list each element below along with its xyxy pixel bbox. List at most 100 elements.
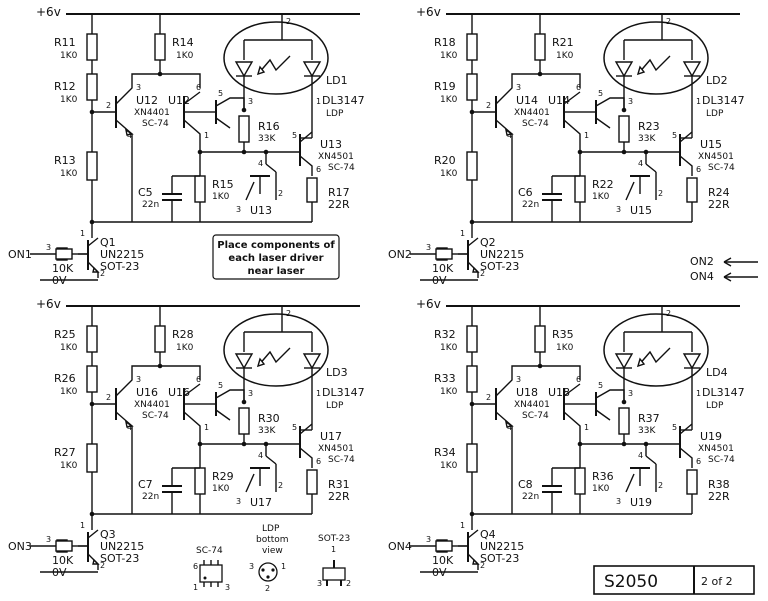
laser-module-outline bbox=[603, 313, 709, 387]
resistor-bottom bbox=[86, 443, 98, 473]
svg-text:3: 3 bbox=[616, 497, 621, 506]
label-r-collector: R35 bbox=[552, 328, 574, 341]
svg-text:3: 3 bbox=[236, 205, 241, 214]
value-cap: 22n bbox=[142, 492, 159, 502]
label-input-resistor: 10K bbox=[432, 262, 454, 275]
label-ua-b: U18 bbox=[548, 386, 570, 399]
svg-text:2: 2 bbox=[106, 393, 111, 402]
label-uc-b: U19 bbox=[630, 496, 652, 509]
part-uc: XN4501 bbox=[698, 444, 734, 454]
label-r-collector: R28 bbox=[172, 328, 194, 341]
part-q: UN2215 bbox=[480, 540, 524, 553]
svg-text:6: 6 bbox=[196, 375, 201, 384]
label-r-mid: R30 bbox=[258, 412, 280, 425]
supply-label: +6v bbox=[416, 5, 441, 19]
svg-text:4: 4 bbox=[258, 451, 263, 460]
svg-text:3: 3 bbox=[426, 243, 431, 252]
svg-text:3: 3 bbox=[628, 389, 633, 398]
label-r-top1: R18 bbox=[434, 36, 456, 49]
part-uc: XN4501 bbox=[698, 152, 734, 162]
resistor-mid bbox=[238, 407, 250, 435]
svg-text:6: 6 bbox=[193, 562, 198, 571]
svg-text:1: 1 bbox=[204, 131, 209, 140]
label-ua: U16 bbox=[136, 386, 158, 399]
svg-text:2: 2 bbox=[286, 309, 291, 318]
value-r-top2: 1K0 bbox=[440, 95, 458, 105]
pkg-q: SOT-23 bbox=[100, 552, 139, 565]
svg-text:2: 2 bbox=[278, 189, 283, 198]
resistor-top-2 bbox=[466, 73, 478, 101]
label-ld: LD3 bbox=[326, 366, 348, 379]
driver-circuit-3: +6v2R251K0R261K0R271K0R281K0234615U16XN4… bbox=[8, 297, 365, 579]
resistor-lower bbox=[194, 467, 206, 495]
label-r-mid: R23 bbox=[638, 120, 660, 133]
label-r-lower: R22 bbox=[592, 178, 614, 191]
laser-module-outline bbox=[603, 21, 709, 95]
svg-text:4: 4 bbox=[638, 159, 643, 168]
type-ld: LDP bbox=[706, 401, 724, 411]
svg-text:6: 6 bbox=[196, 83, 201, 92]
package-sot23: SOT-23 1 3 2 bbox=[317, 534, 351, 588]
value-r-top2: 1K0 bbox=[60, 387, 78, 397]
part-ld: DL3147 bbox=[702, 94, 745, 107]
label-r-top2: R19 bbox=[434, 80, 456, 93]
resistor-bottom bbox=[466, 151, 478, 181]
resistor-top-1 bbox=[466, 33, 478, 61]
svg-text:3: 3 bbox=[236, 497, 241, 506]
value-r-lower: 1K0 bbox=[592, 192, 610, 202]
value-r-top1: 1K0 bbox=[440, 343, 458, 353]
label-input-resistor: 10K bbox=[432, 554, 454, 567]
svg-text:5: 5 bbox=[292, 423, 297, 432]
resistor-collector bbox=[534, 325, 546, 353]
svg-text:2: 2 bbox=[100, 269, 105, 278]
svg-text:1: 1 bbox=[316, 389, 321, 398]
pkg-uc: SC-74 bbox=[328, 163, 355, 173]
svg-text:1: 1 bbox=[331, 545, 336, 554]
svg-text:1: 1 bbox=[460, 229, 465, 238]
input-label: ON3 bbox=[8, 540, 32, 553]
input-label: ON2 bbox=[388, 248, 412, 261]
value-r-mid: 33K bbox=[638, 426, 656, 436]
supply-label: +6v bbox=[416, 297, 441, 311]
svg-text:3: 3 bbox=[46, 243, 51, 252]
svg-text:4: 4 bbox=[127, 131, 132, 140]
svg-text:1: 1 bbox=[696, 97, 701, 106]
ground-label: 0V bbox=[52, 566, 67, 579]
svg-text:2: 2 bbox=[658, 189, 663, 198]
value-r-bottom: 1K0 bbox=[440, 169, 458, 179]
driver-circuit-2: +6v2R181K0R191K0R201K0R211K0234615U14XN4… bbox=[388, 5, 745, 287]
label-r-output: R38 bbox=[708, 478, 730, 491]
svg-text:2: 2 bbox=[480, 269, 485, 278]
value-r-lower: 1K0 bbox=[592, 484, 610, 494]
svg-text:2: 2 bbox=[106, 101, 111, 110]
resistor-input-body bbox=[435, 540, 453, 552]
label-r-bottom: R13 bbox=[54, 154, 76, 167]
pkg-ldp-line1: LDP bbox=[262, 524, 280, 534]
label-q: Q2 bbox=[480, 236, 496, 249]
label-ua: U18 bbox=[516, 386, 538, 399]
pkg-q: SOT-23 bbox=[480, 552, 519, 565]
value-r-mid: 33K bbox=[258, 426, 276, 436]
svg-text:4: 4 bbox=[258, 159, 263, 168]
svg-text:2: 2 bbox=[486, 101, 491, 110]
value-r-mid: 33K bbox=[638, 134, 656, 144]
svg-text:2: 2 bbox=[346, 579, 351, 588]
svg-text:2: 2 bbox=[480, 561, 485, 570]
title-block: S2050 2 of 2 bbox=[593, 565, 755, 595]
pkg-ua: SC-74 bbox=[522, 411, 549, 421]
package-ldp: LDP bottom view 3 1 2 bbox=[249, 524, 289, 593]
signal-arrows: ON2 ON4 bbox=[690, 255, 758, 283]
svg-text:4: 4 bbox=[638, 451, 643, 460]
resistor-collector bbox=[154, 325, 166, 353]
laser-module-outline bbox=[223, 21, 329, 95]
svg-text:3: 3 bbox=[426, 535, 431, 544]
svg-text:6: 6 bbox=[696, 457, 701, 466]
pkg-sot23-label: SOT-23 bbox=[318, 534, 350, 544]
svg-text:1: 1 bbox=[584, 423, 589, 432]
arrow-label-on2: ON2 bbox=[690, 255, 714, 268]
drawing-number: S2050 bbox=[604, 572, 658, 592]
input-label: ON4 bbox=[388, 540, 412, 553]
value-r-collector: 1K0 bbox=[176, 343, 194, 353]
